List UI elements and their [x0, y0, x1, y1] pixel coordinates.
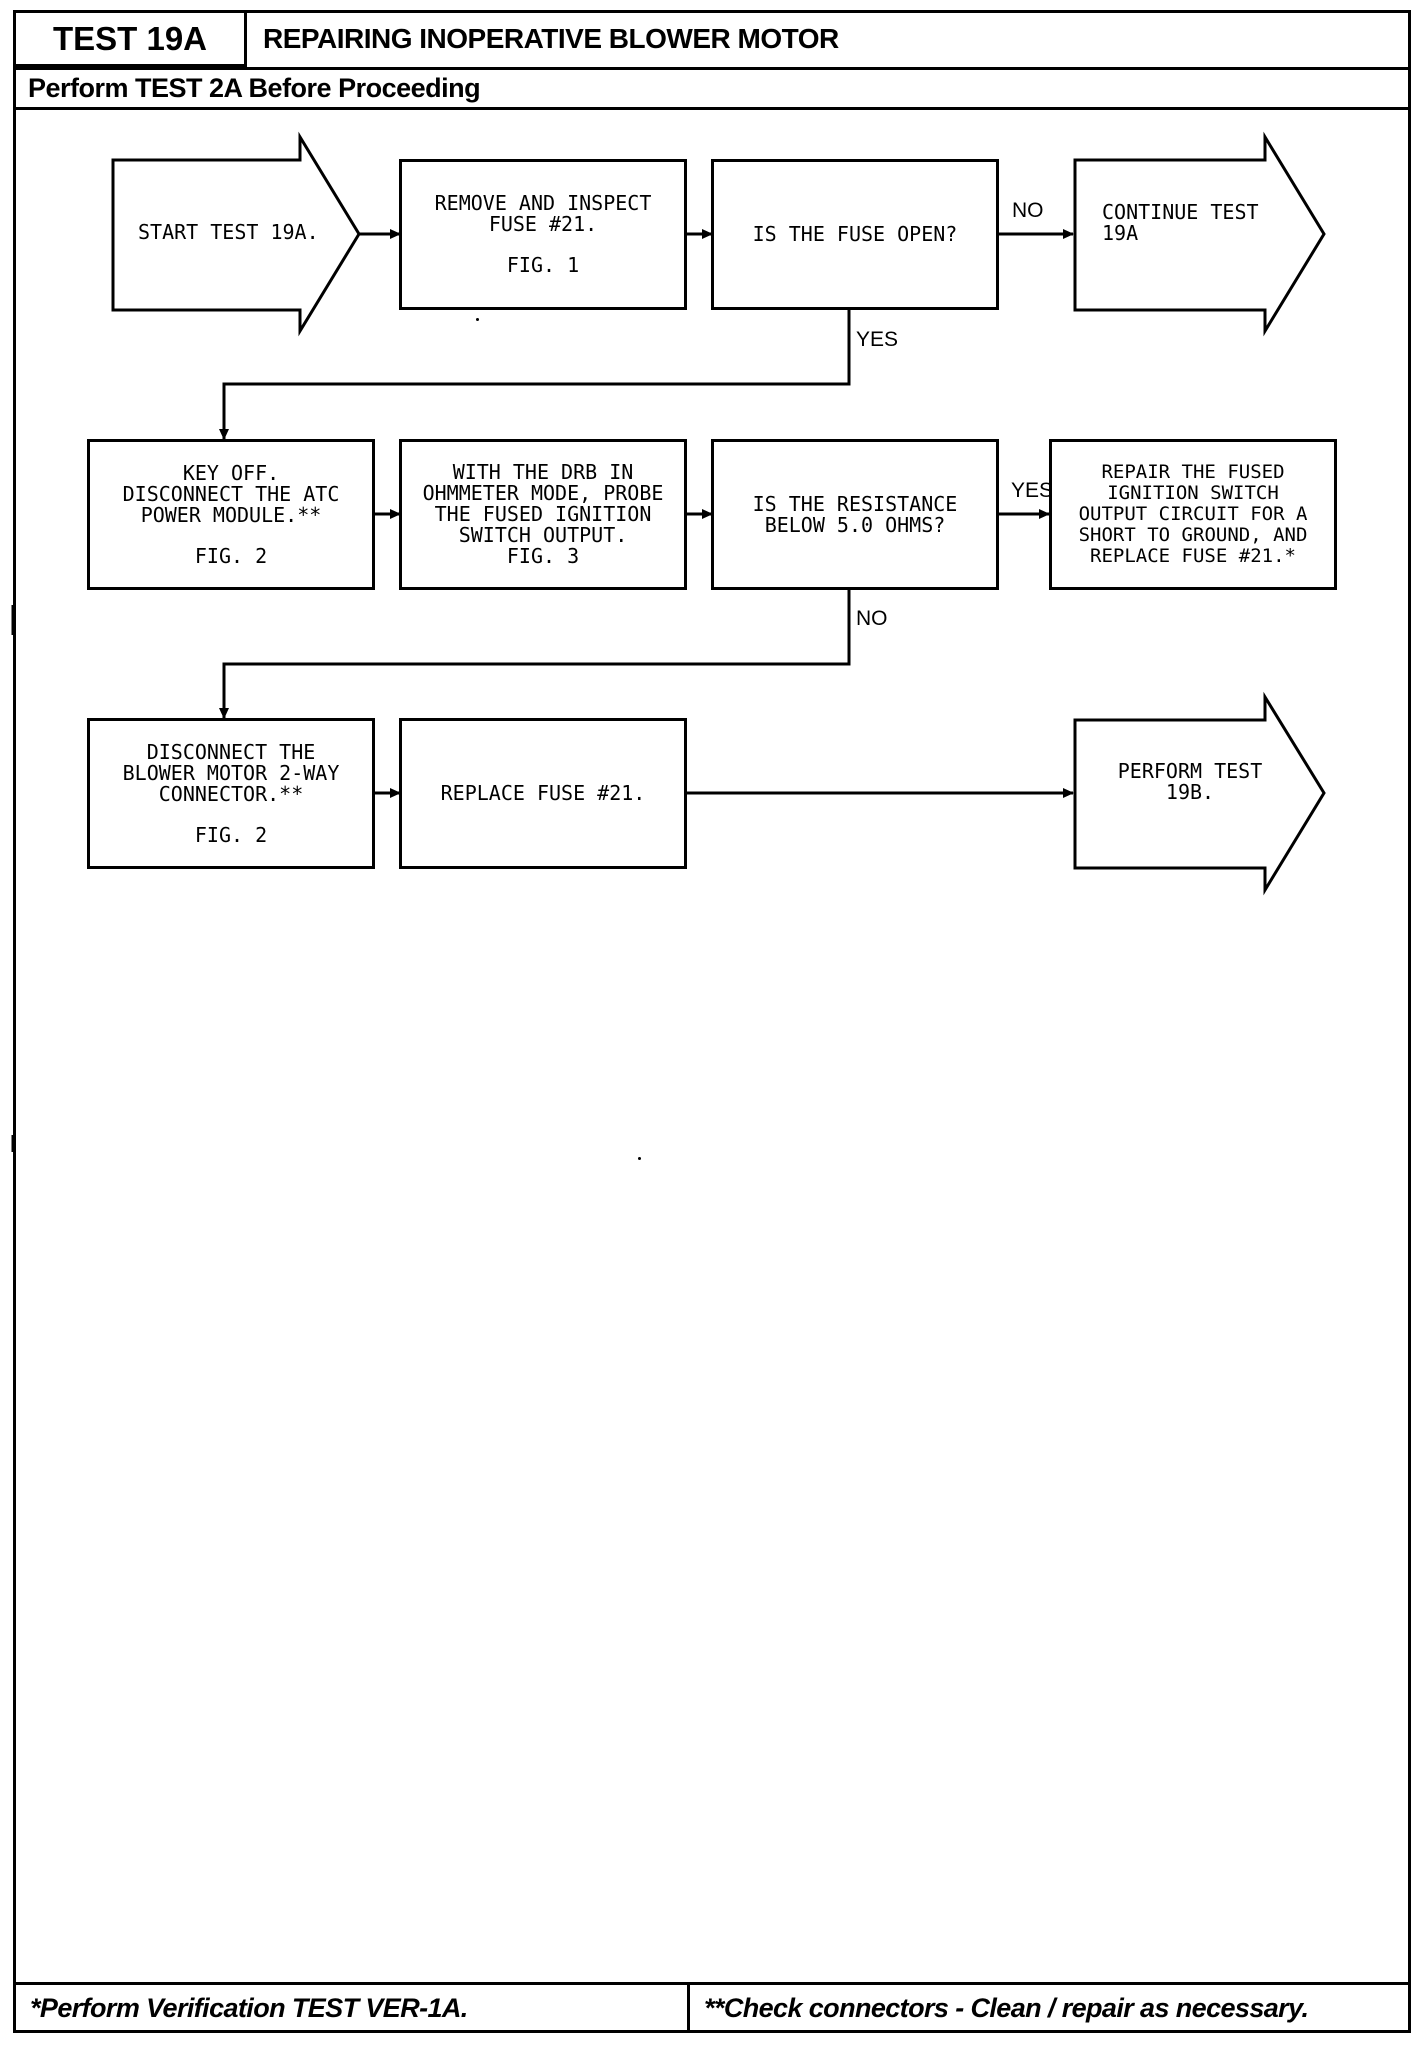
- stray-dot: [638, 1157, 641, 1160]
- replace-fuse-box: REPLACE FUSE #21.: [399, 718, 687, 869]
- start-arrow-shape: [111, 131, 361, 337]
- continue-arrow-shape: [1073, 131, 1326, 337]
- connector-no-to-disconnect: [219, 590, 851, 719]
- page-title: REPAIRING INOPERATIVE BLOWER MOTOR: [263, 22, 839, 54]
- resistance-question-box: IS THE RESISTANCE BELOW 5.0 OHMS?: [711, 439, 999, 590]
- fig-reference: FIG. 2: [194, 543, 268, 568]
- prerequisite-note: Perform TEST 2A Before Proceeding: [28, 72, 481, 103]
- no-label: NO: [1012, 199, 1044, 222]
- connector-yes-to-key-off: [219, 310, 851, 440]
- repair-short-box: REPAIR THE FUSED IGNITION SWITCH OUTPUT …: [1049, 439, 1337, 590]
- stray-dot: [476, 318, 479, 321]
- yes-label: YES: [1011, 479, 1054, 502]
- fig-reference: FIG. 2: [194, 822, 268, 847]
- perform-test-19b-label: PERFORM TEST 19B.: [1117, 759, 1263, 804]
- footnote-connectors: **Check connectors - Clean / repair as n…: [704, 1992, 1309, 2023]
- key-off-box: KEY OFF. DISCONNECT THE ATC POWER MODULE…: [87, 439, 375, 590]
- perform-19b-arrow-shape: [1073, 691, 1326, 896]
- header-divider-2: [13, 107, 1411, 110]
- continue-test-label: CONTINUE TEST 19A: [1102, 200, 1259, 245]
- fig-reference: FIG. 3: [506, 544, 580, 568]
- no-label: NO: [856, 607, 888, 630]
- yes-label: YES: [856, 328, 899, 351]
- footer-divider: [13, 1982, 1411, 1985]
- fuse-open-question-box: IS THE FUSE OPEN?: [711, 159, 999, 310]
- remove-inspect-fuse-box: REMOVE AND INSPECT FUSE #21. FIG. 1: [399, 159, 687, 310]
- test-id: TEST 19A: [13, 10, 247, 67]
- drb-probe-box: WITH THE DRB IN OHMMETER MODE, PROBE THE…: [399, 439, 687, 590]
- fig-reference: FIG. 1: [506, 253, 580, 277]
- header-divider: [13, 67, 1411, 70]
- start-test-label: START TEST 19A.: [138, 220, 319, 244]
- disconnect-blower-box: DISCONNECT THE BLOWER MOTOR 2-WAY CONNEC…: [87, 718, 375, 869]
- page-frame: [13, 10, 1411, 2033]
- footnote-verification: *Perform Verification TEST VER-1A.: [30, 1992, 468, 2023]
- footer-separator: [687, 1982, 690, 2033]
